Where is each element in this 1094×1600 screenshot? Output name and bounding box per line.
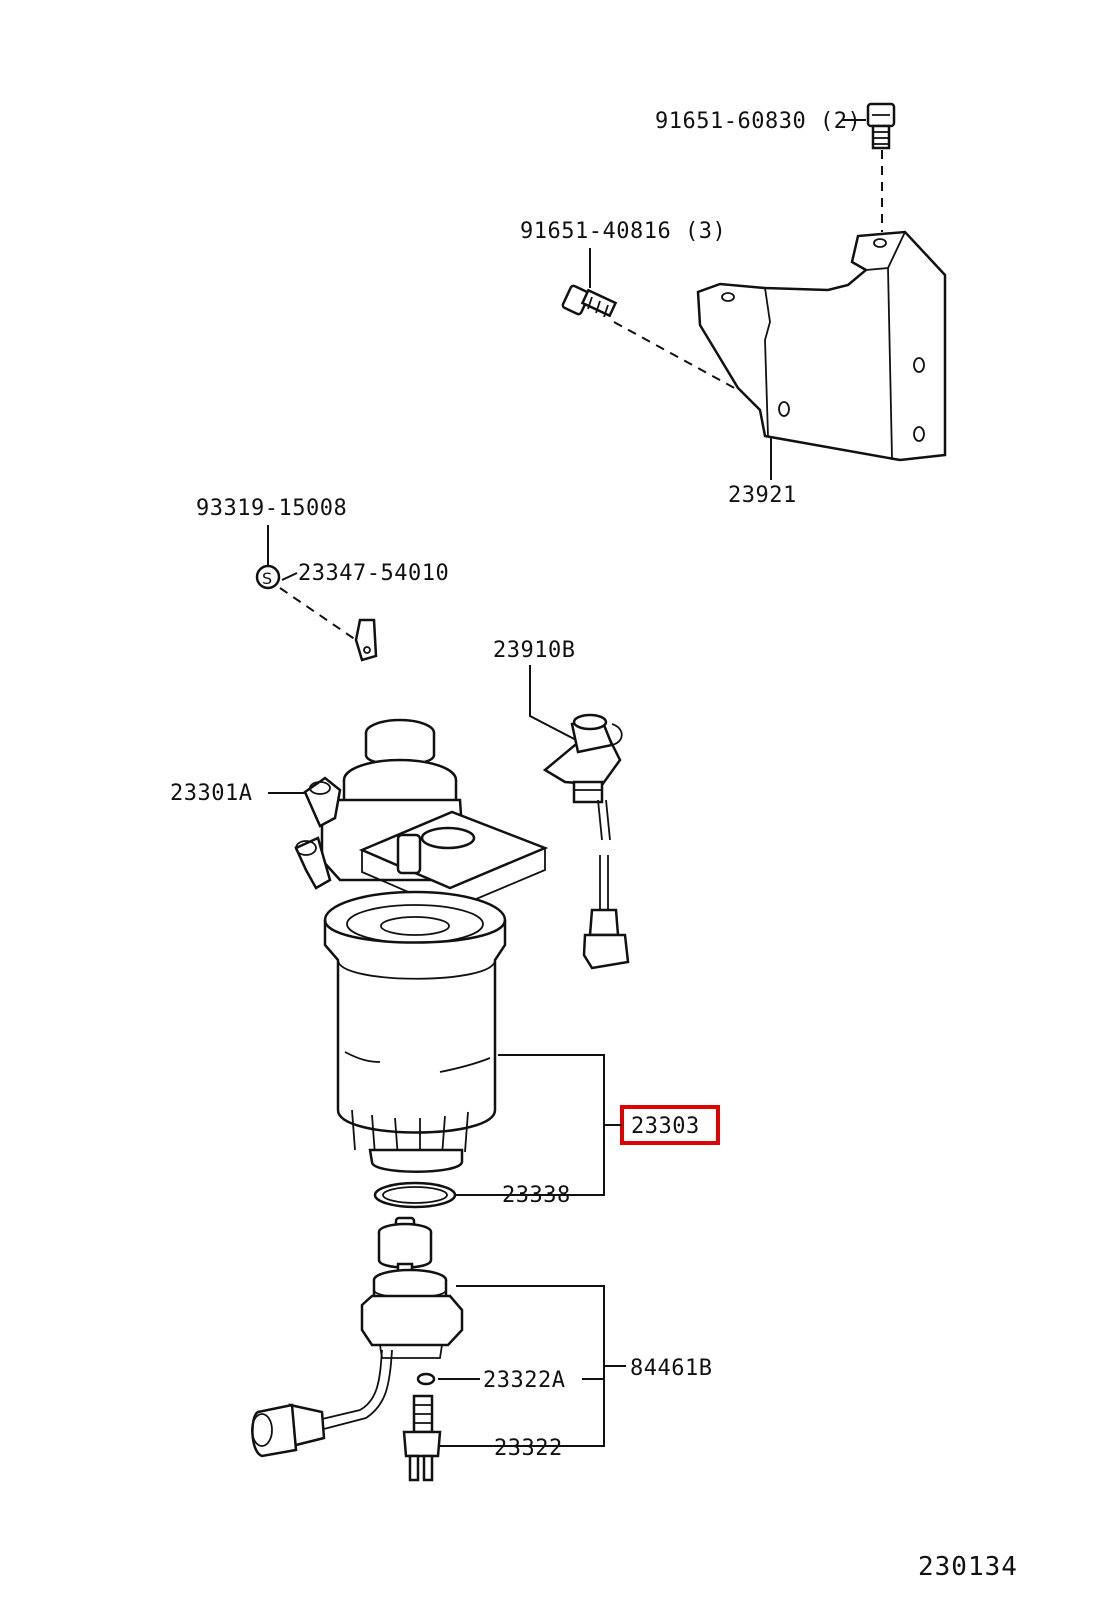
sensor-23322[interactable] bbox=[402, 1394, 442, 1482]
bracket-23921[interactable] bbox=[696, 230, 947, 462]
clip-23347[interactable] bbox=[354, 618, 378, 662]
assembly-lines bbox=[279, 150, 883, 641]
label-23322[interactable]: 23322 bbox=[494, 1436, 563, 1461]
label-23921[interactable]: 23921 bbox=[728, 483, 797, 508]
label-91651-40816[interactable]: 91651-40816 (3) bbox=[520, 219, 726, 244]
filter-head-23301A[interactable] bbox=[294, 718, 549, 911]
label-23910B[interactable]: 23910B bbox=[493, 638, 575, 663]
label-23303[interactable]: 23303 bbox=[631, 1114, 700, 1139]
label-23347-54010[interactable]: 23347-54010 bbox=[298, 561, 449, 586]
svg-text:S: S bbox=[262, 569, 272, 588]
sensor-23910B[interactable] bbox=[542, 713, 630, 970]
drain-assembly-84461B[interactable] bbox=[251, 1216, 464, 1458]
bolt-60830[interactable] bbox=[866, 102, 896, 150]
diagram-code: 230134 bbox=[918, 1552, 1018, 1582]
label-23301A[interactable]: 23301A bbox=[170, 781, 252, 806]
s-mark-93319[interactable]: S bbox=[255, 564, 281, 590]
leader-lines bbox=[267, 119, 866, 1447]
label-84461B[interactable]: 84461B bbox=[630, 1356, 712, 1381]
label-91651-60830[interactable]: 91651-60830 (2) bbox=[655, 109, 861, 134]
washer-23322A[interactable] bbox=[416, 1372, 436, 1386]
filter-cartridge-23303[interactable] bbox=[323, 890, 507, 1173]
label-23322A[interactable]: 23322A bbox=[483, 1368, 565, 1393]
bolt-40816[interactable] bbox=[561, 284, 618, 318]
label-93319-15008[interactable]: 93319-15008 bbox=[196, 496, 347, 521]
